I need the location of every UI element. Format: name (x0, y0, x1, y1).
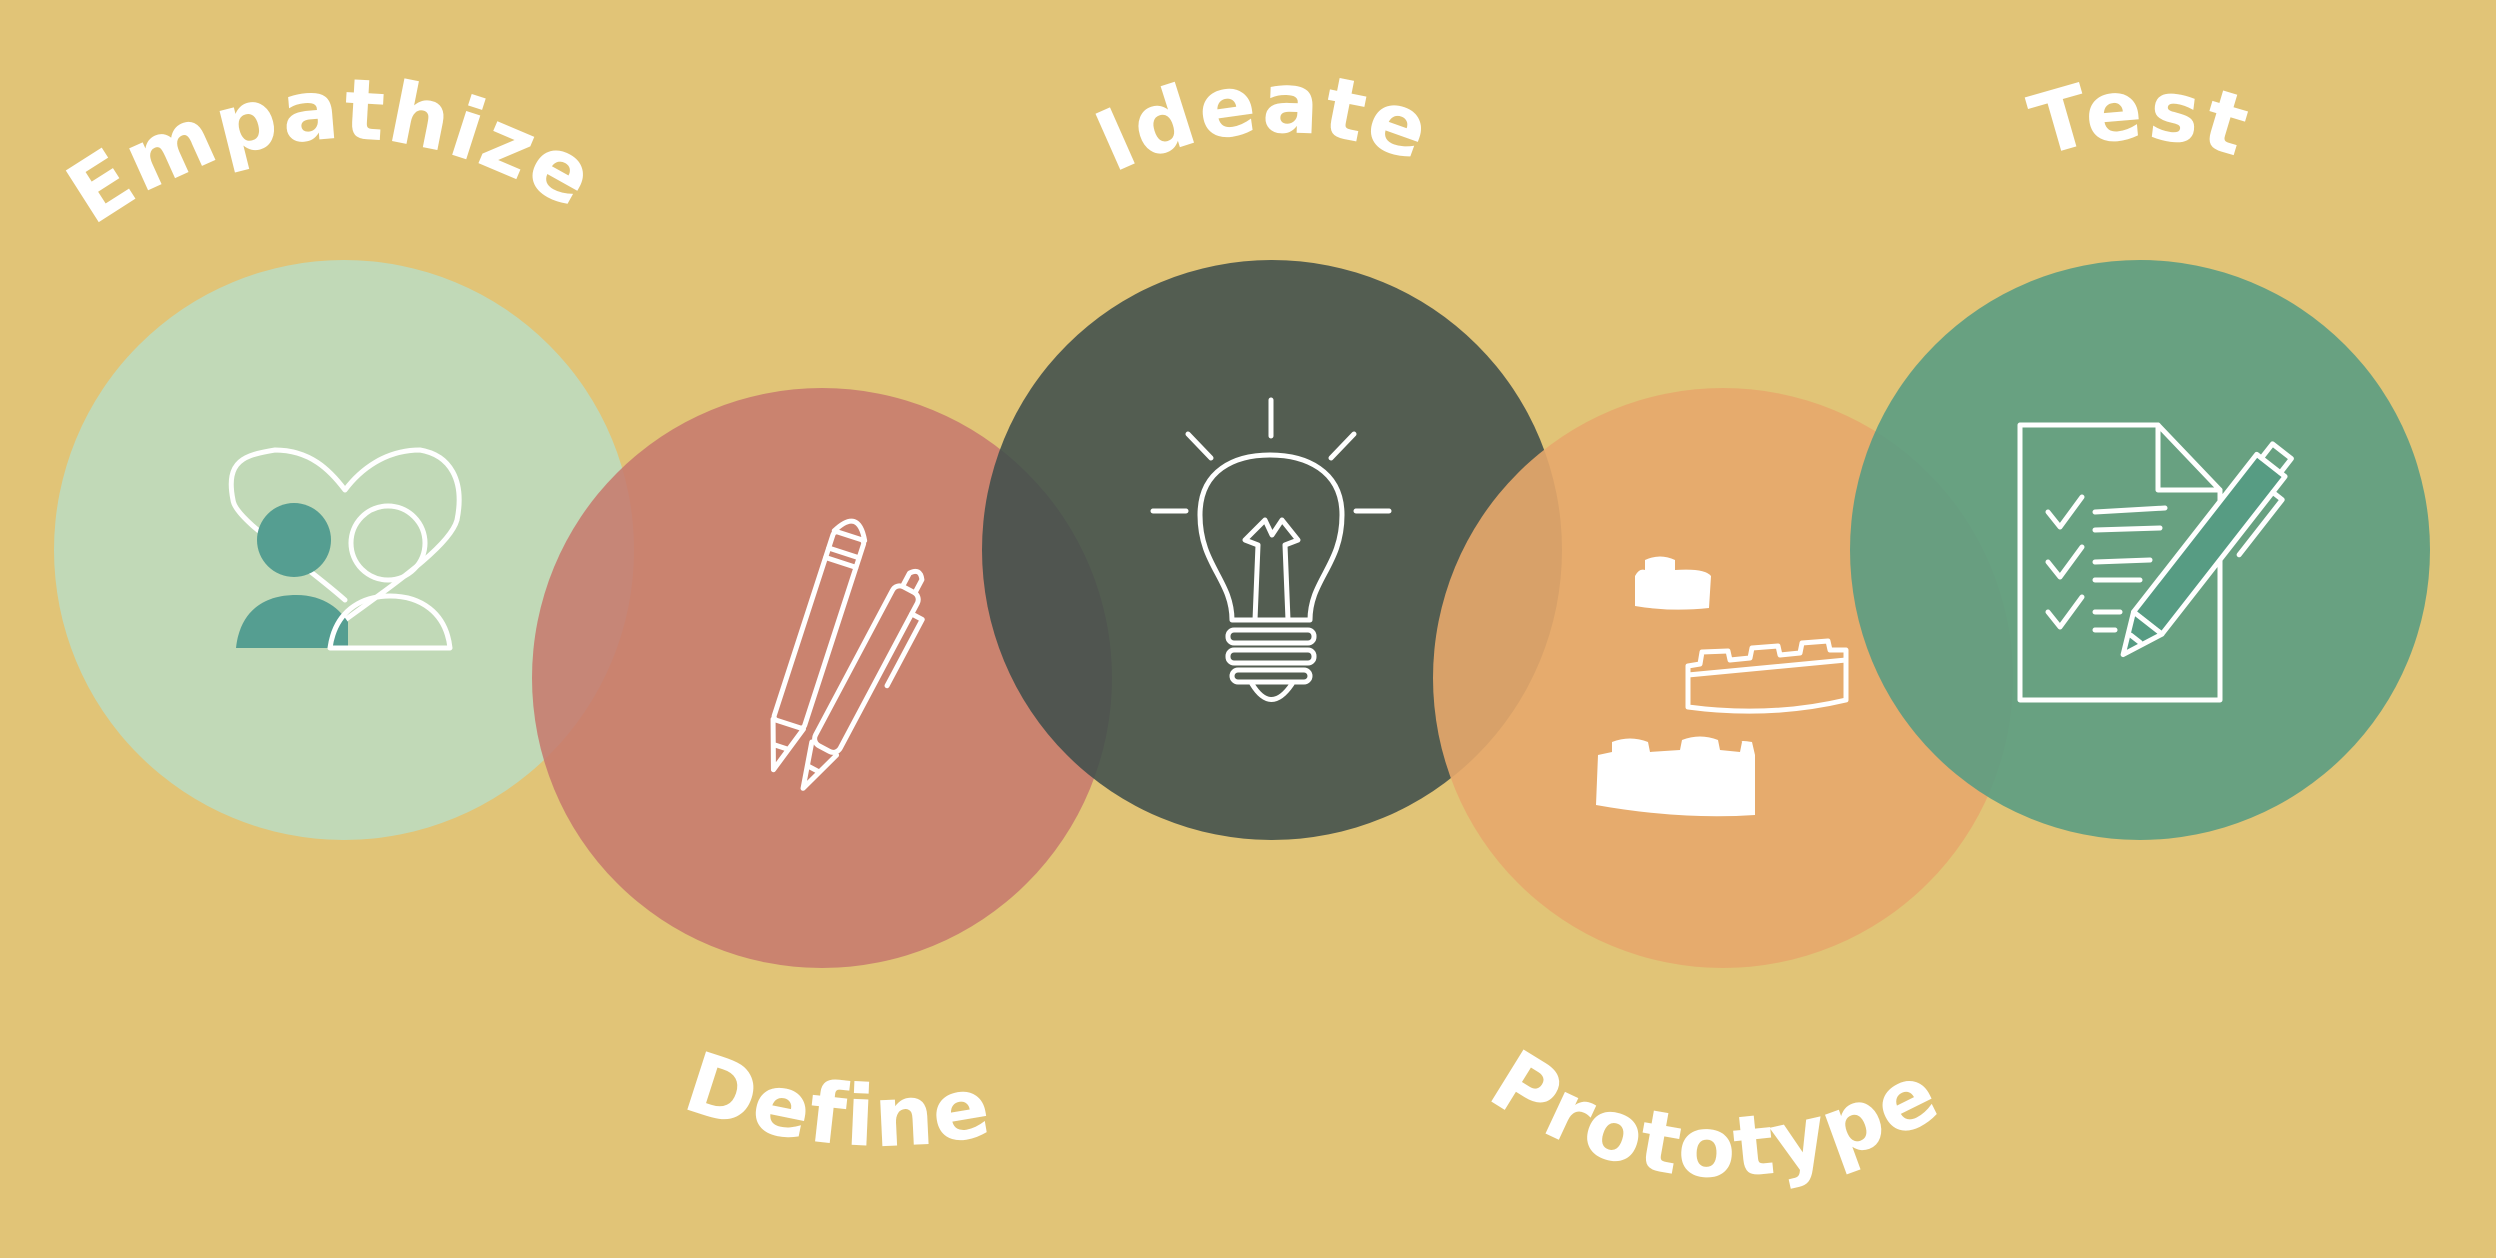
pencils-icon (770, 518, 925, 791)
label-define: Define (674, 1033, 999, 1166)
lightbulb-icon (1150, 397, 1392, 702)
person-outline-head (348, 503, 428, 583)
person-filled-body (236, 595, 348, 648)
label-test: Test (2020, 60, 2261, 176)
label-empathize: Empathize (50, 60, 611, 244)
circle-empathize (54, 260, 634, 840)
building-blocks-icon (1596, 556, 1849, 817)
checklist-pen-icon (2017, 422, 2294, 703)
circle-ideate (982, 260, 1562, 840)
label-ideate: Ideate (1082, 53, 1444, 191)
heart-people-icon (228, 447, 462, 651)
label-prototype: Prototype (1474, 1031, 1954, 1197)
person-outline-body (327, 593, 453, 651)
circle-test (1850, 260, 2430, 840)
stage-circles (54, 260, 2430, 968)
person-filled-head (257, 503, 331, 577)
